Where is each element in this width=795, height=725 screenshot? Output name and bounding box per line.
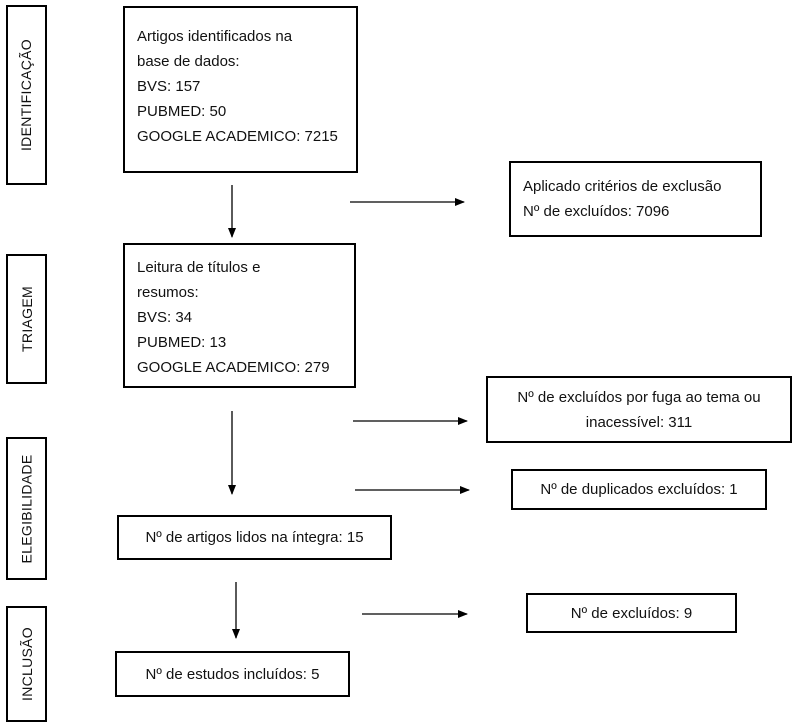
identified-line: base de dados: (137, 53, 240, 70)
stage-inclusao: INCLUSÃO (6, 606, 47, 722)
screening-box: Leitura de títulos e resumos: BVS: 34 PU… (123, 243, 356, 388)
included-line: Nº de estudos incluídos: 5 (145, 665, 320, 683)
exclusion-criteria-line: Nº de excluídos: 7096 (523, 203, 670, 220)
screening-line: GOOGLE ACADEMICO: 279 (137, 359, 330, 376)
off-topic-line: inacessível: 311 (585, 413, 693, 431)
exclusion-criteria-box: Aplicado critérios de exclusão Nº de exc… (509, 161, 762, 237)
identified-line: BVS: 157 (137, 78, 201, 95)
identified-line: PUBMED: 50 (137, 103, 227, 120)
off-topic-excluded-box: Nº de excluídos por fuga ao tema ou inac… (486, 376, 792, 443)
duplicates-line: Nº de duplicados excluídos: 1 (540, 481, 738, 498)
stage-elegibilidade: ELEGIBILIDADE (6, 437, 47, 580)
identified-line: GOOGLE ACADEMICO: 7215 (137, 128, 338, 145)
included-studies-box: Nº de estudos incluídos: 5 (115, 651, 350, 697)
stage-triagem: TRIAGEM (6, 254, 47, 384)
off-topic-line: Nº de excluídos por fuga ao tema ou (517, 388, 761, 406)
screening-line: BVS: 34 (137, 309, 193, 326)
full-text-box: Nº de artigos lidos na íntegra: 15 (117, 515, 392, 560)
excluded-final-box: Nº de excluídos: 9 (526, 593, 737, 633)
screening-line: Leitura de títulos e (137, 259, 261, 276)
exclusion-criteria-line: Aplicado critérios de exclusão (523, 178, 722, 195)
identified-articles-box: Artigos identificados na base de dados: … (123, 6, 358, 173)
screening-line: PUBMED: 13 (137, 334, 227, 351)
full-text-line: Nº de artigos lidos na íntegra: 15 (145, 529, 364, 546)
identified-line: Artigos identificados na (137, 28, 293, 45)
stage-identificacao: IDENTIFICAÇÃO (6, 5, 47, 185)
screening-line: resumos: (137, 284, 199, 301)
excluded-final-line: Nº de excluídos: 9 (570, 604, 693, 622)
duplicates-excluded-box: Nº de duplicados excluídos: 1 (511, 469, 767, 510)
